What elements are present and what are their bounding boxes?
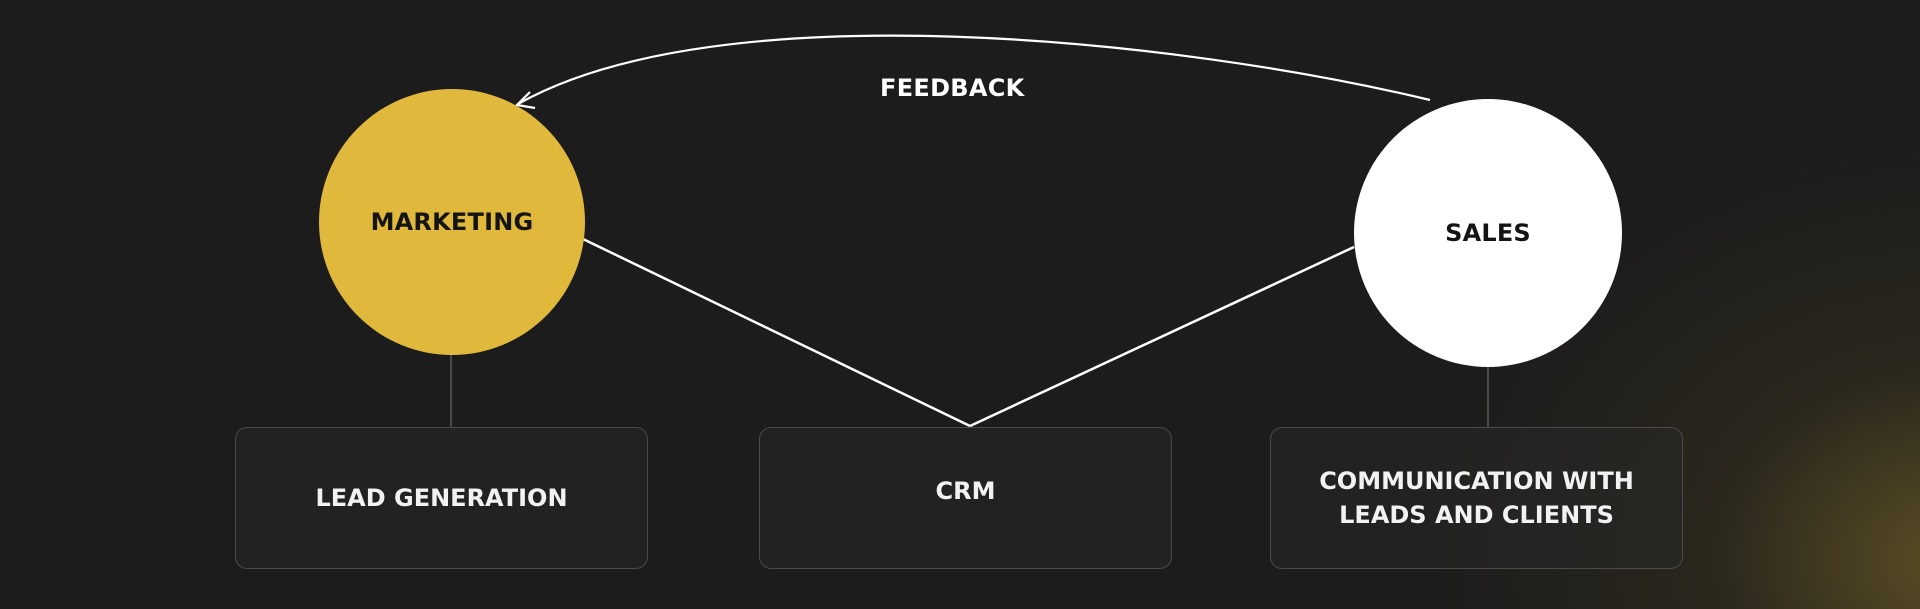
sales-node: SALES — [1354, 99, 1622, 367]
lead-generation-label: LEAD GENERATION — [315, 484, 568, 512]
crm-label: CRM — [935, 477, 996, 505]
sales-crm-connector — [969, 245, 1355, 428]
feedback-arrow — [517, 34, 1431, 105]
sales-label: SALES — [1445, 219, 1531, 247]
communication-label-line1: COMMUNICATION WITH — [1319, 467, 1634, 495]
communication-label-line2: LEADS AND CLIENTS — [1339, 501, 1614, 529]
feedback-label: FEEDBACK — [880, 74, 1025, 102]
communication-box: COMMUNICATION WITH LEADS AND CLIENTS — [1270, 427, 1683, 569]
marketing-label: MARKETING — [370, 208, 534, 236]
marketing-crm-connector — [582, 237, 971, 428]
marketing-node: MARKETING — [319, 89, 585, 355]
lead-generation-box: LEAD GENERATION — [235, 427, 648, 569]
crm-box: CRM — [759, 427, 1172, 569]
